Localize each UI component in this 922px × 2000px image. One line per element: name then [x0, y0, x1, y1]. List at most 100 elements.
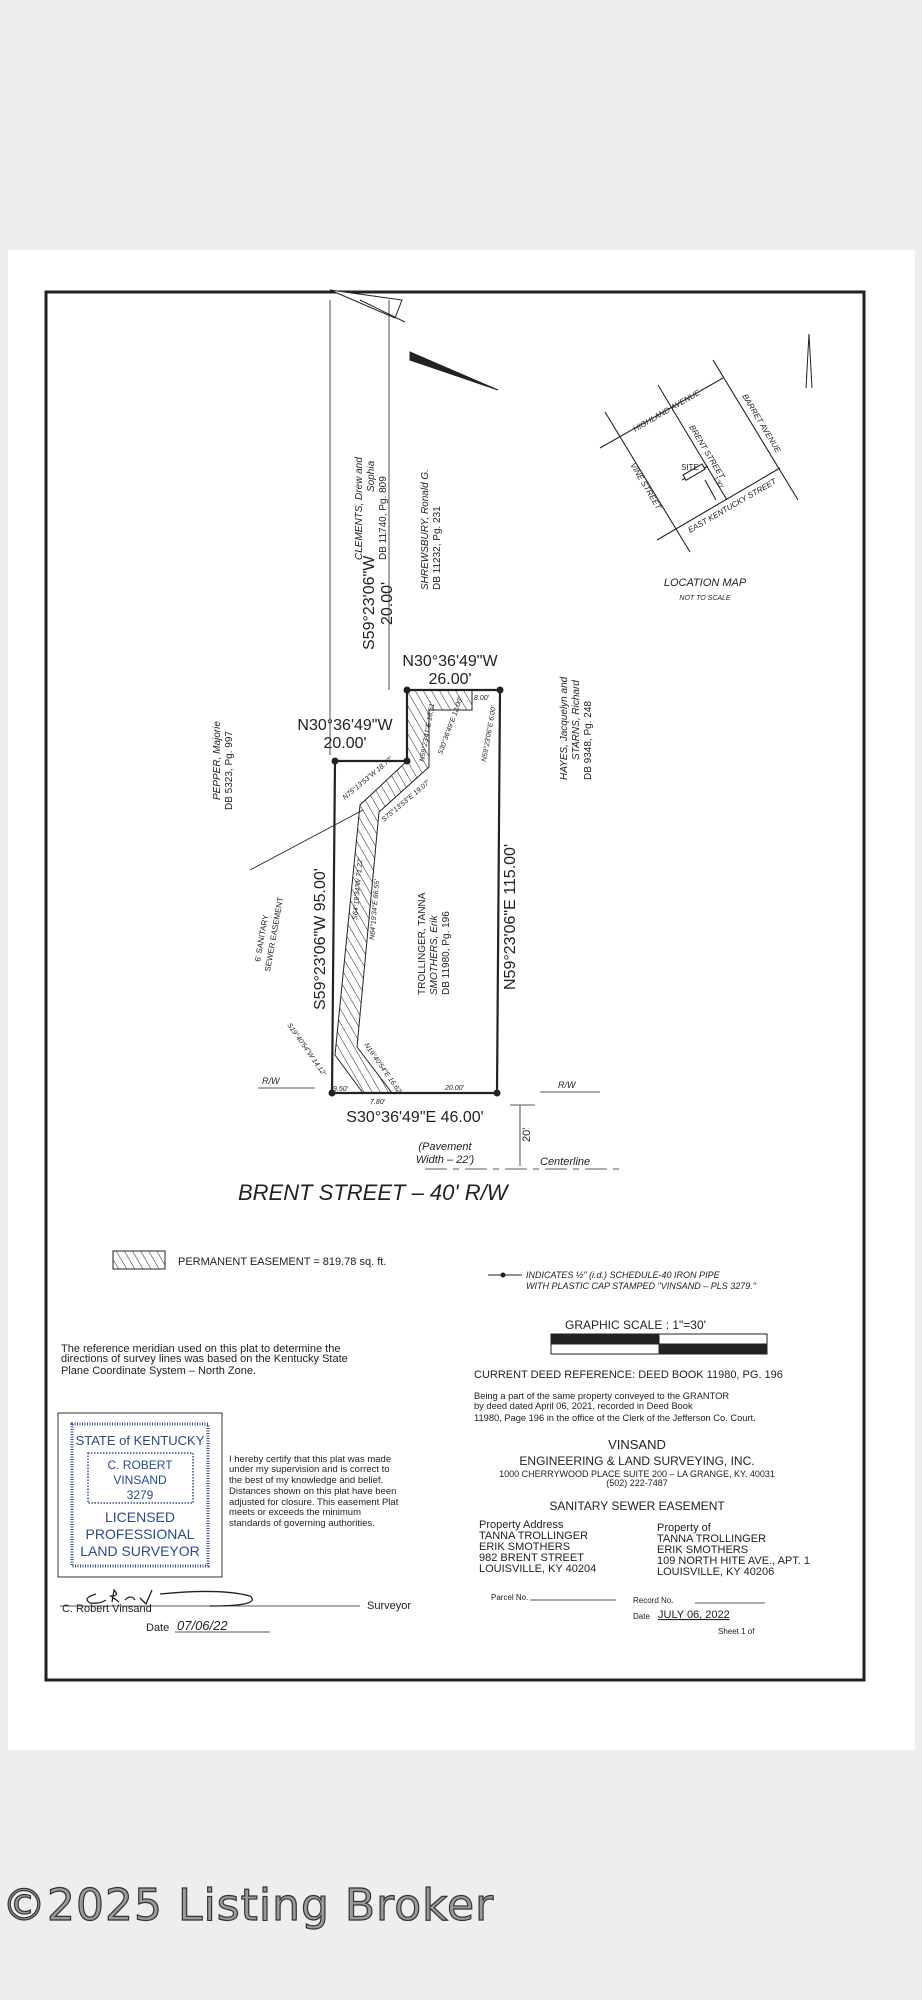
border — [44, 290, 866, 1682]
easement-call: 20.00' — [444, 1085, 465, 1092]
svg-text:109 NORTH HITE AVE., APT. 1: 109 NORTH HITE AVE., APT. 1 — [657, 1555, 810, 1567]
pavement-label: Width – 22') — [416, 1154, 475, 1166]
svg-text:Being a part of the same prope: Being a part of the same property convey… — [474, 1391, 729, 1401]
neighbor-hayes: HAYES, Jacquelyn and STARNS, Richard DB … — [559, 676, 594, 780]
svg-text:by deed dated April 06, 2021,: by deed dated April 06, 2021, recorded i… — [474, 1401, 693, 1411]
lot-left-call: S59°23'06"W 95.00' — [312, 868, 329, 1010]
svg-text:PROFESSIONAL: PROFESSIONAL — [86, 1526, 195, 1542]
lot-right-call: N59°23'06"E 115.00' — [502, 844, 519, 990]
surveyor-date-label: Date — [146, 1622, 169, 1634]
svg-text:SHREWSBURY, Ronald G.: SHREWSBURY, Ronald G. — [420, 469, 431, 590]
easement-area — [334, 689, 473, 1094]
svg-text:DB 11980, Pg. 196: DB 11980, Pg. 196 — [441, 911, 452, 995]
parcel-label: Parcel No. — [491, 1593, 528, 1602]
lot-step-bearing: N30°36'49"W — [297, 717, 393, 734]
svg-text:TANNA TROLLINGER: TANNA TROLLINGER — [479, 1530, 588, 1542]
deed-note: Being a part of the same property convey… — [474, 1391, 756, 1423]
svg-text:SMOTHERS, Erik: SMOTHERS, Erik — [429, 915, 440, 995]
neighbor-lines — [249, 300, 620, 1170]
svg-text:standards of governing authori: standards of governing authorities. — [229, 1518, 375, 1529]
neighbor-clements: CLEMENTS, Drew and Sophia DB 11740, Pg. … — [354, 457, 389, 560]
svg-text:the best of my knowledge and b: the best of my knowledge and belief. — [229, 1475, 383, 1486]
pipe-legend: INDICATES ½" (i.d.) SCHEDULE-40 IRON PIP… — [526, 1270, 721, 1280]
easement-call: 8.00' — [474, 695, 490, 702]
rw-label-left: R/W — [262, 1076, 281, 1086]
svg-text:DB 5323, Pg. 997: DB 5323, Pg. 997 — [224, 731, 235, 810]
surveyor-seal: STATE of KENTUCKY C. ROBERT VINSAND 3279… — [57, 1412, 223, 1578]
svg-text:TROLLINGER, TANNA: TROLLINGER, TANNA — [417, 892, 428, 995]
svg-text:directions of survey lines was: directions of survey lines was based on … — [61, 1353, 348, 1365]
svg-text:Property of: Property of — [657, 1522, 712, 1534]
svg-text:C. ROBERT: C. ROBERT — [107, 1458, 173, 1472]
meridian-note: The reference meridian used on this plat… — [61, 1343, 348, 1377]
pavement-label: (Pavement — [418, 1141, 472, 1153]
svg-text:ERIK SMOTHERS: ERIK SMOTHERS — [479, 1541, 570, 1553]
rw-label-right: R/W — [558, 1080, 577, 1090]
watermark: ©2025 Listing Broker — [1, 1879, 495, 1931]
svg-text:adjusted for closure. This eas: adjusted for closure. This easement Plat — [229, 1497, 399, 1508]
svg-text:DB 11232, Pg. 231: DB 11232, Pg. 231 — [432, 506, 443, 590]
offset-label: 20' — [521, 1128, 533, 1142]
svg-text:LOUISVILLE, KY 40206: LOUISVILLE, KY 40206 — [657, 1566, 774, 1578]
svg-text:PEPPER, Majorie: PEPPER, Majorie — [212, 721, 223, 800]
centerline-label: Centerline — [540, 1156, 590, 1168]
surveyor-name: C. Robert Vinsand — [62, 1603, 152, 1615]
svg-text:3279: 3279 — [127, 1488, 154, 1502]
location-map-title: LOCATION MAP — [664, 577, 747, 589]
location-map-subtitle: NOT TO SCALE — [679, 595, 731, 602]
surveyor-date: 07/06/22 — [177, 1618, 228, 1633]
pipe-legend-marker — [500, 1272, 506, 1278]
svg-text:TANNA TROLLINGER: TANNA TROLLINGER — [657, 1533, 766, 1545]
svg-text:I hereby certify that this pla: I hereby certify that this plat was made — [229, 1454, 391, 1465]
svg-text:11980, Page 196 in the office: 11980, Page 196 in the office of the Cle… — [474, 1413, 756, 1423]
property-address: Property Address TANNA TROLLINGER ERIK S… — [479, 1519, 596, 1575]
lot-step-side-distance: 20.00' — [379, 582, 396, 625]
site-label: SITE — [681, 463, 699, 472]
svg-text:HAYES, Jacquelyn and: HAYES, Jacquelyn and — [559, 676, 570, 780]
signature — [86, 1588, 253, 1607]
graphic-scale-label: GRAPHIC SCALE : 1"=30' — [565, 1318, 706, 1332]
surveyor-role: Surveyor — [367, 1600, 411, 1612]
easement-call: 7.80' — [370, 1099, 386, 1106]
date-label: Date — [633, 1612, 650, 1621]
svg-text:CLEMENTS, Drew and: CLEMENTS, Drew and — [354, 457, 365, 560]
pipe-legend: WITH PLASTIC CAP STAMPED "VINSAND – PLS … — [526, 1281, 757, 1291]
date-value: JULY 06, 2022 — [658, 1609, 730, 1621]
document-title: SANITARY SEWER EASEMENT — [549, 1499, 725, 1513]
owner-label: TROLLINGER, TANNA SMOTHERS, Erik DB 1198… — [417, 892, 452, 995]
easement-call: 9.50' — [333, 1086, 349, 1093]
svg-text:Sophia: Sophia — [366, 460, 377, 492]
firm-block: VINSAND ENGINEERING & LAND SURVEYING, IN… — [499, 1437, 775, 1488]
svg-text:LOUISVILLE, KY 40204: LOUISVILLE, KY 40204 — [479, 1563, 596, 1575]
lot-step-distance: 20.00' — [323, 735, 366, 752]
svg-text:(502) 222-7487: (502) 222-7487 — [606, 1478, 668, 1488]
svg-text:1000 CHERRYWOOD PLACE SUITE 20: 1000 CHERRYWOOD PLACE SUITE 200 – LA GRA… — [499, 1469, 775, 1479]
north-arrow-icon — [329, 289, 499, 391]
graphic-scale-bar — [550, 1333, 768, 1355]
svg-text:The reference meridian used on: The reference meridian used on this plat… — [61, 1343, 340, 1355]
certification-text: I hereby certify that this plat was made… — [229, 1454, 399, 1529]
svg-text:DB 9348, Pg. 248: DB 9348, Pg. 248 — [583, 701, 594, 780]
svg-text:meets or exceeds the minimum: meets or exceeds the minimum — [229, 1507, 361, 1518]
location-map — [599, 359, 799, 553]
svg-text:STARNS, Richard: STARNS, Richard — [571, 680, 582, 760]
svg-text:under my supervision and is co: under my supervision and is correct to — [229, 1464, 390, 1475]
svg-text:ENGINEERING & LAND SURVEYING,: ENGINEERING & LAND SURVEYING, INC. — [519, 1454, 754, 1468]
street-label: BRENT STREET – 40' R/W — [238, 1180, 510, 1205]
svg-text:DB 11740, Pg. 809: DB 11740, Pg. 809 — [378, 476, 389, 560]
svg-text:VINSAND: VINSAND — [608, 1437, 666, 1452]
lot-top-distance: 26.00' — [428, 671, 471, 688]
property-of: Property of TANNA TROLLINGER ERIK SMOTHE… — [657, 1522, 810, 1578]
svg-text:Distances shown on this plat h: Distances shown on this plat have been — [229, 1486, 396, 1497]
svg-text:VINSAND: VINSAND — [113, 1473, 167, 1487]
svg-text:Plane Coordinate System – Nort: Plane Coordinate System – North Zone. — [61, 1365, 256, 1377]
neighbor-shrewsbury: SHREWSBURY, Ronald G. DB 11232, Pg. 231 — [420, 469, 443, 590]
svg-text:Property Address: Property Address — [479, 1519, 564, 1531]
easement-legend: PERMANENT EASEMENT = 819.78 sq. ft. — [178, 1256, 386, 1268]
deed-reference: CURRENT DEED REFERENCE: DEED BOOK 11980,… — [474, 1369, 783, 1381]
svg-text:LICENSED: LICENSED — [105, 1509, 175, 1525]
iron-pipe-markers — [328, 686, 504, 1097]
lot-bottom-call: S30°36'49"E 46.00' — [346, 1109, 483, 1126]
svg-text:ERIK SMOTHERS: ERIK SMOTHERS — [657, 1544, 748, 1556]
